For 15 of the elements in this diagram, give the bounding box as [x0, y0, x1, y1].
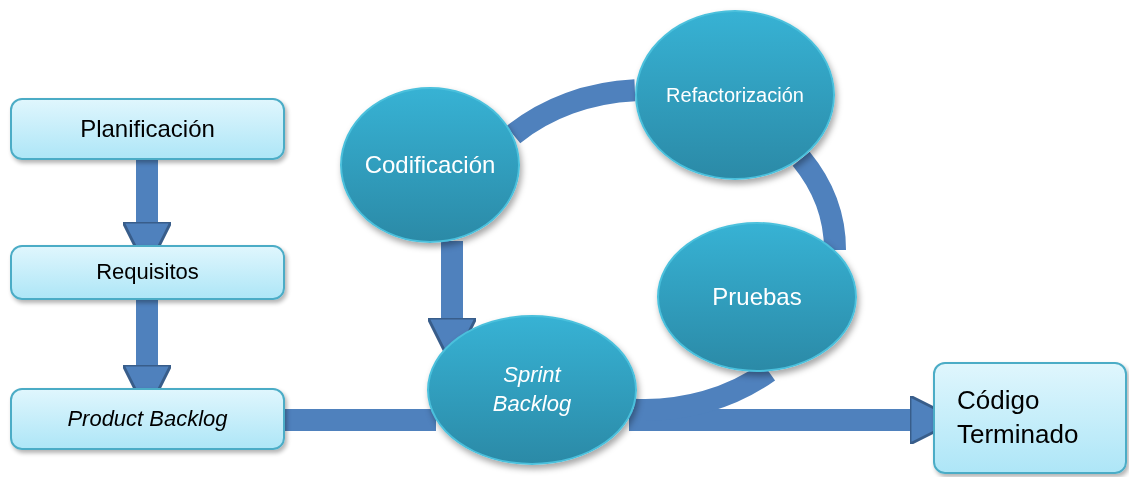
ring-connector [506, 79, 636, 144]
process-box [10, 245, 285, 300]
process-box [10, 388, 285, 450]
ring-connector [285, 409, 436, 431]
node-label: Pruebas [712, 282, 802, 313]
node-label: Requisitos [96, 258, 199, 287]
node-label: Sprint Backlog [491, 361, 573, 418]
node-label: Planificación [80, 114, 215, 145]
node-label: Codificación [364, 150, 496, 181]
process-box [933, 362, 1127, 474]
ring-connector [792, 152, 846, 251]
node-label: Código Terminado [957, 384, 1080, 451]
process-box [10, 98, 285, 160]
node-label: Product Backlog [67, 404, 228, 433]
node-label: Refactorización [666, 83, 804, 108]
